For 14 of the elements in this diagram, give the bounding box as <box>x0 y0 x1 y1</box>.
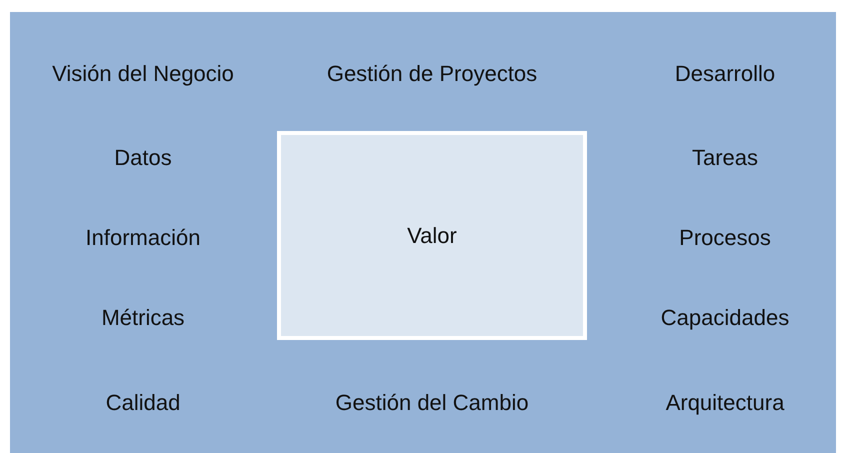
text-label: Desarrollo <box>674 61 776 87</box>
value-box <box>277 131 587 340</box>
text-label: Tareas <box>692 145 758 171</box>
text-label: Visión del Negocio <box>52 61 234 87</box>
text-label: Calidad <box>106 390 180 416</box>
text-label: Procesos <box>679 225 771 251</box>
text-label: Datos <box>114 145 172 171</box>
text-label: Información <box>86 225 200 251</box>
box-text: Valor <box>407 222 457 248</box>
text-label: Métricas <box>101 305 185 331</box>
text-label: Gestión del Cambio <box>335 390 529 416</box>
text-label: Capacidades <box>660 305 790 331</box>
text-label: Gestión de Proyectos <box>326 61 538 87</box>
text-label: Arquitectura <box>666 390 784 416</box>
